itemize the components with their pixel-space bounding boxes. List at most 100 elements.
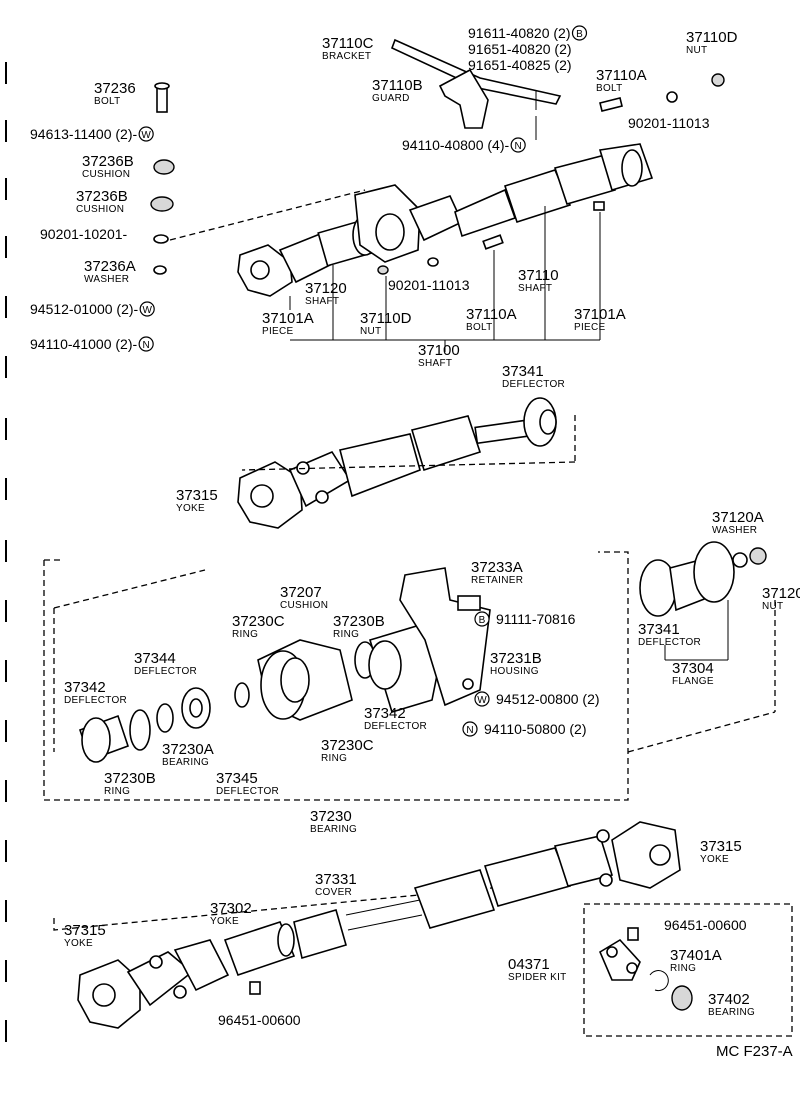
part-number: 37302 xyxy=(210,900,252,917)
flange-parts xyxy=(639,541,767,661)
part-number: 37110C xyxy=(322,35,374,52)
part-number: 37110B xyxy=(372,77,423,94)
part-name: SPIDER KIT xyxy=(508,972,567,983)
part-name: DEFLECTOR xyxy=(216,786,279,797)
part-name: RING xyxy=(321,753,347,764)
part-number: 37315 xyxy=(64,922,106,939)
part-number: 37120 xyxy=(305,280,347,297)
part-name: CUSHION xyxy=(76,204,124,215)
front-shaft-37120 xyxy=(237,184,464,310)
part-number: 37236A xyxy=(84,258,136,275)
part-number: 37236B xyxy=(76,188,128,205)
part-name: RING xyxy=(232,629,258,640)
part-number: 37230C xyxy=(232,613,285,630)
part-number: 37341 xyxy=(502,363,544,380)
part-number: 37315 xyxy=(176,487,218,504)
reference-number: 90201-11013 xyxy=(628,115,710,131)
part-name: BEARING xyxy=(310,824,357,835)
part-number: 37231B xyxy=(490,650,542,667)
center-support-bracket xyxy=(390,38,562,129)
part-number: 37402 xyxy=(708,991,750,1008)
part-name: GUARD xyxy=(372,93,410,104)
part-name: DEFLECTOR xyxy=(134,666,197,677)
top-leader-lines xyxy=(290,116,601,352)
marker-letter: W xyxy=(141,130,151,141)
part-number: 37120B xyxy=(762,585,800,602)
part-number: 37304 xyxy=(672,660,714,677)
part-number: 37345 xyxy=(216,770,258,787)
marker-circle-icon xyxy=(474,611,490,627)
part-number: 37207 xyxy=(280,584,322,601)
part-number: 37230 xyxy=(310,808,352,825)
reference-number: 91651-40820 (2) xyxy=(468,41,572,57)
reference-number: 96451-00600 xyxy=(664,917,747,933)
marker-letter: B xyxy=(479,615,486,626)
part-name: COVER xyxy=(315,887,352,898)
part-number: 37342 xyxy=(64,679,106,696)
part-name: CUSHION xyxy=(280,600,328,611)
part-name: BEARING xyxy=(708,1007,755,1018)
part-name: SHAFT xyxy=(518,283,552,294)
part-name: DEFLECTOR xyxy=(64,695,127,706)
part-number: 37341 xyxy=(638,621,680,638)
rear-shaft-37110 xyxy=(377,73,725,275)
marker-circle-icon xyxy=(510,137,526,153)
part-name: BRACKET xyxy=(322,51,371,62)
reference-number: 90201-10201- xyxy=(40,226,128,242)
part-name: RING xyxy=(333,629,359,640)
reference-number: 96451-00600 xyxy=(218,1012,301,1028)
part-number: 37236 xyxy=(94,80,136,97)
part-number: 37110A xyxy=(596,67,647,84)
part-name: YOKE xyxy=(64,938,93,949)
reference-number: 94110-41000 (2)- xyxy=(30,336,137,352)
part-name: FLANGE xyxy=(672,676,714,687)
part-number: 37236B xyxy=(82,153,134,170)
part-number: 37233A xyxy=(471,559,523,576)
part-name: NUT xyxy=(360,326,381,337)
part-number: 37120A xyxy=(712,509,764,526)
part-number: 37110A xyxy=(466,306,517,323)
part-number: 37331 xyxy=(315,871,357,888)
part-labels: 37110CBRACKET37110BGUARD37110DNUT37110AB… xyxy=(64,29,800,1018)
marker-circle-icon xyxy=(139,301,155,317)
reference-number: 94110-40800 (4)- xyxy=(402,137,509,153)
lower-shaft-assembly xyxy=(53,821,681,1029)
reference-number: 94512-00800 (2) xyxy=(496,691,600,707)
part-number: 37230B xyxy=(333,613,385,630)
part-name: SHAFT xyxy=(305,296,339,307)
middle-shaft-37315 xyxy=(237,397,576,529)
reference-number: 91651-40825 (2) xyxy=(468,57,572,73)
reference-number: 94613-11400 (2)- xyxy=(30,126,137,142)
part-name: BOLT xyxy=(94,96,121,107)
marker-letter: B xyxy=(576,29,583,40)
reference-number: 94512-01000 (2)- xyxy=(30,301,139,317)
part-name: RETAINER xyxy=(471,575,523,586)
part-number: 37315 xyxy=(700,838,742,855)
marker-circle-icon xyxy=(138,336,154,352)
reference-number: 94110-50800 (2) xyxy=(484,721,586,737)
diagram-code: MC F237-A xyxy=(716,1043,793,1060)
part-number: 37101A xyxy=(574,306,626,323)
part-name: NUT xyxy=(686,45,707,56)
part-name: DEFLECTOR xyxy=(364,721,427,732)
part-number: 37110D xyxy=(360,310,412,327)
reference-number: 90201-11013 xyxy=(388,277,470,293)
part-number: 37344 xyxy=(134,650,176,667)
spider-kit-box xyxy=(583,903,793,1037)
part-name: YOKE xyxy=(700,854,729,865)
part-name: RING xyxy=(670,963,696,974)
bearing-group-box xyxy=(43,551,776,801)
part-name: WASHER xyxy=(712,525,757,536)
part-number: 37230A xyxy=(162,741,214,758)
small-hardware-left xyxy=(150,82,366,275)
part-name: HOUSING xyxy=(490,666,539,677)
marker-letter: W xyxy=(142,305,152,316)
part-name: SHAFT xyxy=(418,358,452,369)
part-name: DEFLECTOR xyxy=(502,379,565,390)
part-number: 37101A xyxy=(262,310,314,327)
part-number: 37110D xyxy=(686,29,738,46)
part-number: 37230B xyxy=(104,770,156,787)
marker-letter: W xyxy=(477,695,487,706)
